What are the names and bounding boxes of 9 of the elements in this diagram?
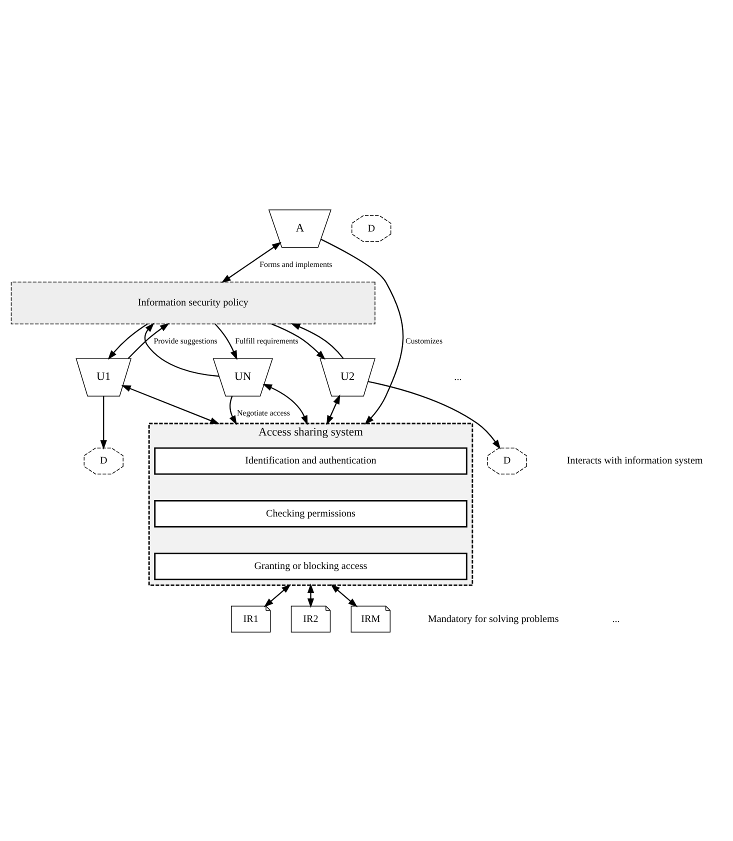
label: ...: [612, 613, 620, 624]
edge-label: Forms and implements: [260, 259, 332, 268]
edge-label: Negotiate access: [236, 408, 290, 417]
edge-label: Provide suggestions: [154, 336, 218, 345]
edge-label: Fulfill requirements: [235, 336, 298, 345]
label: ...: [454, 372, 462, 383]
label: Interacts with information system: [566, 455, 703, 466]
edge-label: Customizes: [406, 336, 443, 345]
label: Mandatory for solving problems: [428, 613, 559, 624]
